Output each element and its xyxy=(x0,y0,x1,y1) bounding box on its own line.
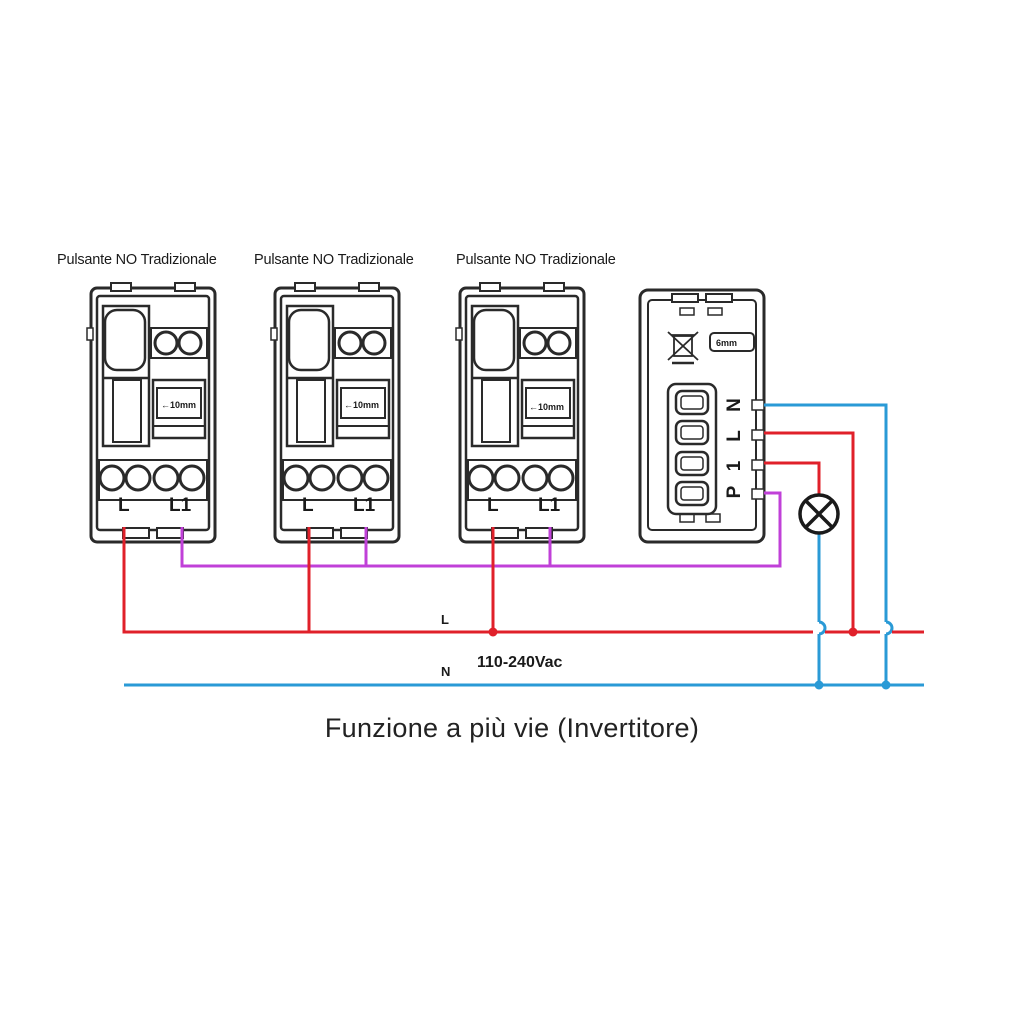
live-wire xyxy=(122,431,924,634)
switch-3-terminal-l1: L1 xyxy=(538,495,561,516)
switch-2-terminal-l1: L1 xyxy=(353,495,376,516)
smart-module-strip-label: 6mm xyxy=(716,338,737,348)
switch-3-terminal-l: L xyxy=(487,495,499,516)
control-wire xyxy=(180,491,782,568)
lamp-icon xyxy=(798,493,840,535)
voltage-label: 110-240Vac xyxy=(477,654,563,671)
switch-2-terminal-l: L xyxy=(302,495,314,516)
switch-1: Pulsante NO Tradizionale ←10mm L L1 xyxy=(57,252,217,544)
switch-2-title: Pulsante NO Tradizionale xyxy=(254,252,414,268)
live-line-label: L xyxy=(441,612,449,627)
switch-1-title: Pulsante NO Tradizionale xyxy=(57,252,217,268)
switch-2: Pulsante NO Tradizionale ←10mm L L1 xyxy=(254,252,414,544)
switch-3-strip-label: ←10mm xyxy=(529,402,564,412)
strip-gauge: 6mm xyxy=(709,332,755,352)
switch-1-terminal-l1: L1 xyxy=(169,495,192,516)
weee-bin-icon xyxy=(667,331,699,365)
switch-1-strip-label: ←10mm xyxy=(161,400,196,410)
smart-module: 6mm N L 1 P xyxy=(638,288,766,544)
neutral-line-label: N xyxy=(441,664,450,679)
smart-terminal-l: L xyxy=(724,430,745,442)
smart-terminal-1: 1 xyxy=(724,460,745,471)
switch-1-terminal-l: L xyxy=(118,495,130,516)
neutral-wire xyxy=(124,403,924,687)
switch-3-title: Pulsante NO Tradizionale xyxy=(456,252,616,268)
junction-dots xyxy=(488,627,891,690)
smart-terminal-n: N xyxy=(724,398,745,412)
diagram-caption: Funzione a più vie (Invertitore) xyxy=(324,713,700,743)
switch-3: Pulsante NO Tradizionale ←10mm L L1 xyxy=(454,252,616,544)
switch-2-strip-label: ←10mm xyxy=(344,400,379,410)
smart-terminal-p: P xyxy=(724,485,745,498)
